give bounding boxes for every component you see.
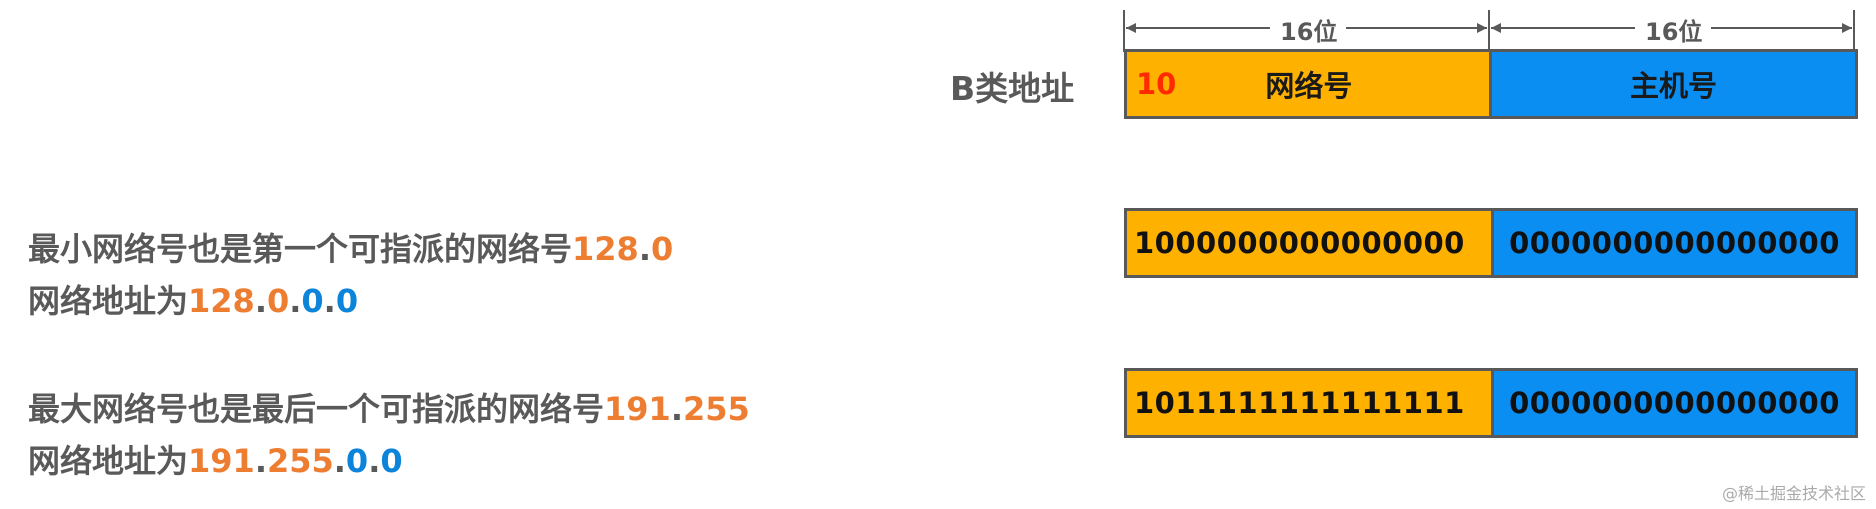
class-prefix: 10 [1136, 67, 1177, 101]
address-caption: 网络地址为 [28, 442, 189, 480]
octet-1: 191 [188, 442, 255, 480]
address-caption: 网络地址为 [28, 282, 189, 320]
octet-4: 0 [380, 442, 403, 480]
min-address-text: 网络地址为128.0.0.0 [28, 276, 358, 322]
min-host-bits: 0000000000000000 [1494, 211, 1855, 275]
max-host-bit-string: 0000000000000000 [1509, 386, 1840, 420]
watermark: @稀土掘金技术社区 [1721, 484, 1866, 503]
min-net-octet-2: 0 [650, 230, 674, 268]
max-net-octet-1: 191 [604, 390, 671, 428]
max-network-text: 最大网络号也是最后一个可指派的网络号191.255 [28, 384, 750, 430]
max-host-bits: 0000000000000000 [1494, 371, 1855, 435]
dot: . [368, 442, 381, 480]
dot: . [638, 230, 651, 268]
min-network-caption: 最小网络号也是第一个可指派的网络号 [28, 230, 573, 268]
dot: . [670, 390, 683, 428]
host-field-label: 主机号 [1629, 69, 1717, 103]
min-network-text: 最小网络号也是第一个可指派的网络号128.0 [28, 224, 673, 270]
octet-1: 128 [188, 282, 255, 320]
octet-4: 0 [335, 282, 359, 320]
max-address-text: 网络地址为191.255.0.0 [28, 436, 403, 482]
min-net-octet-1: 128 [572, 230, 639, 268]
octet-3: 0 [301, 282, 324, 320]
network-field-label: 网络号 [1265, 69, 1353, 103]
dot: . [323, 282, 336, 320]
network-field: 10 网络号 [1127, 52, 1492, 116]
dot: . [289, 282, 302, 320]
max-network-bit-string: 11111111111111 [1175, 386, 1465, 420]
min-prefix-bits: 10 [1134, 226, 1176, 260]
max-network-caption: 最大网络号也是最后一个可指派的网络号 [28, 390, 605, 428]
octet-3: 0 [345, 442, 369, 480]
bit-width-dimension [1123, 10, 1855, 52]
host-field: 主机号 [1492, 52, 1855, 116]
host-width-label: 16位 [1645, 18, 1703, 46]
min-network-bit-string: 00000000000000 [1175, 226, 1465, 260]
octet-2: 255 [266, 442, 334, 480]
min-host-bit-string: 0000000000000000 [1509, 226, 1840, 260]
dot: . [254, 282, 267, 320]
max-prefix-bits: 10 [1134, 386, 1176, 420]
max-net-octet-2: 255 [682, 390, 750, 428]
class-label: B类地址 [950, 69, 1075, 108]
class-b-format-box: 10 网络号 主机号 [1124, 49, 1858, 119]
dot: . [254, 442, 267, 480]
dot: . [333, 442, 346, 480]
network-width-label: 16位 [1280, 18, 1338, 46]
octet-2: 0 [266, 282, 290, 320]
